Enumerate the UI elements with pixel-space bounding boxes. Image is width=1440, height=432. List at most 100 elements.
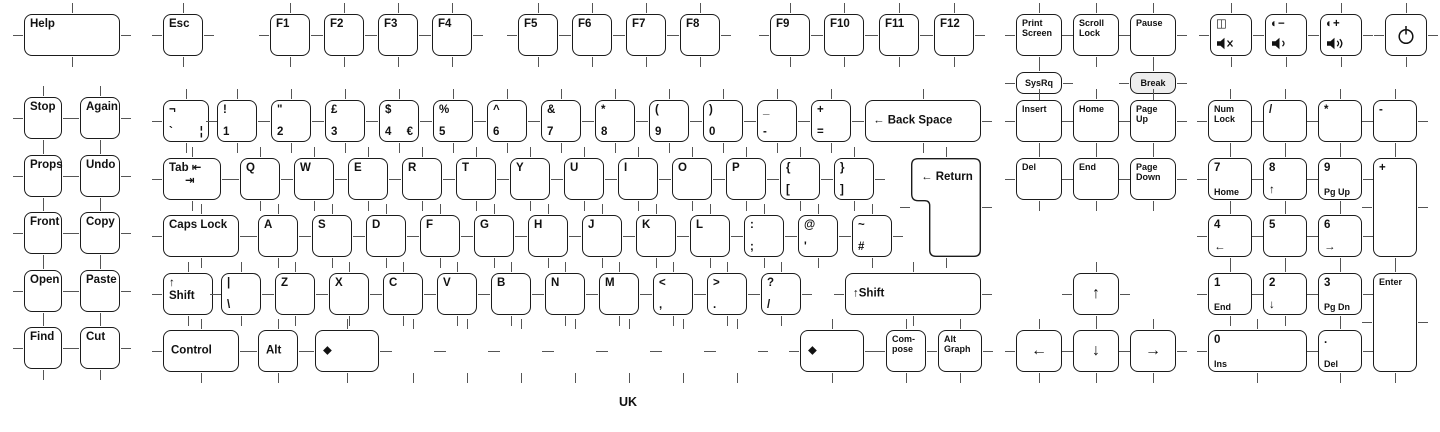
tick-mark bbox=[679, 235, 689, 237]
key-label: % bbox=[439, 104, 450, 116]
tick-mark bbox=[475, 201, 477, 211]
tick-mark bbox=[200, 204, 202, 214]
tick-mark bbox=[355, 235, 365, 237]
tick-mark bbox=[1062, 34, 1072, 36]
tick-mark bbox=[530, 120, 540, 122]
tick-mark bbox=[982, 293, 992, 295]
tick-mark bbox=[42, 259, 44, 269]
tick-mark bbox=[229, 178, 239, 180]
key-label: ◆ bbox=[808, 344, 817, 357]
tick-mark bbox=[1339, 147, 1341, 157]
key-f: F bbox=[420, 215, 460, 257]
tick-mark bbox=[1038, 373, 1040, 383]
mute-speaker-icon bbox=[1217, 37, 1233, 50]
tick-mark bbox=[346, 319, 348, 329]
key-label: Props bbox=[30, 159, 63, 171]
key-f3: F3 bbox=[378, 14, 418, 56]
tick-mark bbox=[799, 147, 801, 157]
tick-mark bbox=[682, 373, 684, 383]
tick-mark bbox=[813, 34, 823, 36]
tick-mark bbox=[637, 201, 639, 211]
tick-mark bbox=[841, 235, 851, 237]
tick-mark bbox=[210, 293, 220, 295]
tick-mark bbox=[412, 373, 414, 383]
key-compose: Com- pose bbox=[886, 330, 926, 372]
key-arrowup: ↑ bbox=[1073, 273, 1119, 315]
tick-mark bbox=[344, 143, 346, 153]
key-label: " bbox=[277, 104, 283, 116]
key-label: F3 bbox=[384, 18, 398, 30]
key-label: / bbox=[1269, 104, 1273, 116]
tick-mark bbox=[1252, 293, 1262, 295]
key-label: = bbox=[817, 125, 824, 138]
key-label: Pg Dn bbox=[1324, 301, 1350, 312]
key-arrowleft: ← bbox=[1016, 330, 1062, 372]
tick-mark bbox=[152, 34, 162, 36]
key-eight: *8 bbox=[595, 100, 635, 142]
tick-mark bbox=[1394, 89, 1396, 99]
key-label: B bbox=[497, 277, 506, 289]
tick-mark bbox=[893, 235, 903, 237]
key-j: J bbox=[582, 215, 622, 257]
key-paste: Paste bbox=[80, 270, 120, 312]
tick-mark bbox=[817, 204, 819, 214]
key-lbracket: {[ bbox=[780, 158, 820, 200]
tick-mark bbox=[121, 34, 131, 36]
tick-mark bbox=[672, 262, 674, 272]
key-label: Control bbox=[171, 344, 212, 357]
tick-mark bbox=[789, 350, 799, 352]
tick-mark bbox=[313, 147, 315, 157]
tick-mark bbox=[983, 350, 993, 352]
tick-mark bbox=[1152, 89, 1154, 99]
key-label: End bbox=[1214, 301, 1231, 312]
tick-mark bbox=[283, 178, 293, 180]
tick-mark bbox=[868, 34, 878, 36]
key-label: 6 bbox=[493, 125, 500, 138]
key-label: ← bbox=[1214, 240, 1226, 253]
key-label: 5 bbox=[439, 125, 446, 138]
tick-mark bbox=[200, 258, 202, 268]
key-label: V bbox=[443, 277, 451, 289]
tick-mark bbox=[490, 350, 500, 352]
tick-mark bbox=[480, 293, 490, 295]
tick-mark bbox=[1095, 319, 1097, 329]
tick-mark bbox=[750, 293, 760, 295]
key-s: S bbox=[312, 215, 352, 257]
tick-mark bbox=[506, 143, 508, 153]
tick-mark bbox=[1340, 3, 1342, 13]
key-label: 2 bbox=[1269, 277, 1276, 289]
key-label: Com- pose bbox=[892, 334, 915, 355]
tick-mark bbox=[13, 34, 23, 36]
key-label: Alt bbox=[266, 344, 282, 357]
tick-mark bbox=[953, 3, 955, 13]
key-label: ↓ bbox=[1269, 298, 1275, 311]
key-label: F12 bbox=[940, 18, 960, 30]
tick-mark bbox=[1339, 373, 1341, 383]
tick-mark bbox=[1005, 82, 1015, 84]
tick-mark bbox=[1038, 89, 1040, 99]
tick-mark bbox=[42, 316, 44, 326]
key-control: Control bbox=[163, 330, 239, 372]
tick-mark bbox=[63, 290, 73, 292]
tick-mark bbox=[769, 178, 779, 180]
key-two: "2 bbox=[271, 100, 311, 142]
tick-mark bbox=[668, 143, 670, 153]
key-label: < bbox=[659, 277, 666, 289]
key-l: L bbox=[690, 215, 730, 257]
tick-mark bbox=[240, 262, 242, 272]
key-label: R bbox=[408, 162, 417, 174]
tick-mark bbox=[191, 201, 193, 211]
tick-mark bbox=[382, 350, 392, 352]
tick-mark bbox=[1152, 3, 1154, 13]
tick-mark bbox=[642, 293, 652, 295]
tick-mark bbox=[451, 3, 453, 13]
key-label: * bbox=[1324, 104, 1329, 116]
tick-mark bbox=[583, 147, 585, 157]
key-home: Home bbox=[1073, 100, 1119, 142]
tick-mark bbox=[726, 262, 728, 272]
tick-mark bbox=[1307, 120, 1317, 122]
key-undo: Undo bbox=[80, 155, 120, 197]
tick-mark bbox=[368, 120, 378, 122]
key-t: T bbox=[456, 158, 496, 200]
key-label: F6 bbox=[578, 18, 592, 30]
